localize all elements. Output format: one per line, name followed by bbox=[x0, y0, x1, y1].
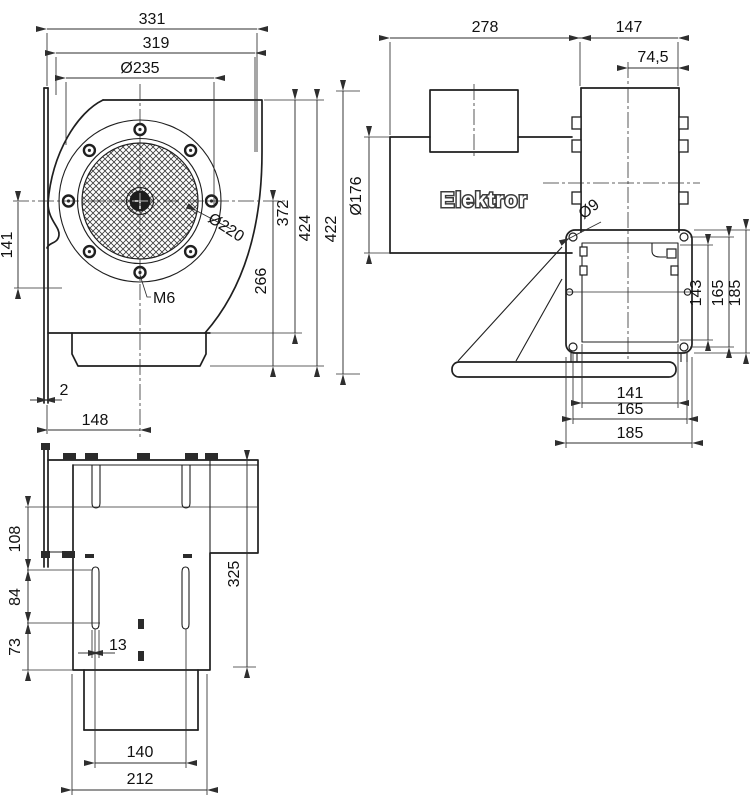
dim-label-185-bottom: 185 bbox=[617, 425, 644, 442]
panel-bolts bbox=[571, 116, 689, 205]
dim-label-176: Ø176 bbox=[348, 176, 365, 215]
dim-label-73: 73 bbox=[7, 638, 24, 656]
dia220-leader bbox=[185, 203, 232, 230]
side-view: Elektror 278 147 74,5 Ø176 422 Ø9 143 16… bbox=[323, 19, 750, 448]
dim-label-235: Ø235 bbox=[120, 60, 159, 77]
lower-slot bbox=[181, 566, 190, 630]
dim-label-141: 141 bbox=[0, 232, 16, 259]
outlet-corner-notch bbox=[651, 243, 666, 258]
dim-label-372: 372 bbox=[275, 200, 292, 227]
support-strut-edge1 bbox=[457, 246, 563, 362]
dim-label-141-bottom: 141 bbox=[617, 385, 644, 402]
dim-label-266: 266 bbox=[253, 268, 270, 295]
upper-slot bbox=[181, 465, 191, 509]
dim-label-84: 84 bbox=[7, 588, 24, 606]
dim-label-165-right: 165 bbox=[710, 280, 727, 307]
dim-label-185-right: 185 bbox=[727, 280, 744, 307]
dim-label-108: 108 bbox=[7, 526, 24, 553]
dia9-leader bbox=[558, 221, 602, 246]
front-view: 331 319 Ø235 141 266 372 424 Ø220 M6 2 1… bbox=[0, 11, 324, 437]
outlet-opening bbox=[581, 242, 679, 343]
dim-label-278: 278 bbox=[472, 19, 499, 36]
dim-label-74-5: 74,5 bbox=[637, 49, 668, 66]
dim-label-319: 319 bbox=[143, 35, 170, 52]
lower-slot bbox=[91, 566, 100, 630]
foot-channel bbox=[71, 332, 207, 367]
bolt-icon bbox=[183, 244, 198, 259]
scroll-outline-left-arc bbox=[47, 99, 104, 204]
bottom-view: 108 84 73 13 325 140 212 bbox=[7, 443, 259, 795]
bolt-icon bbox=[82, 244, 97, 259]
dim-label-2: 2 bbox=[60, 382, 69, 399]
dim-label-147: 147 bbox=[616, 19, 643, 36]
outlet-inner-bolts bbox=[579, 246, 679, 276]
dim-label-212: 212 bbox=[127, 771, 154, 788]
flange-tab bbox=[41, 443, 50, 450]
scroll-tongue-curve bbox=[46, 202, 60, 249]
bolt-icon bbox=[183, 143, 198, 158]
dim-label-422: 422 bbox=[323, 216, 340, 243]
dim-label-13: 13 bbox=[109, 637, 127, 654]
dim-label-165-bottom: 165 bbox=[617, 401, 644, 418]
m6-leader bbox=[139, 274, 151, 298]
base-plate-side bbox=[451, 361, 677, 378]
thread-label-m6: M6 bbox=[153, 290, 175, 307]
upper-slot bbox=[91, 465, 101, 509]
support-strut-edge2 bbox=[515, 278, 563, 362]
bolt-icon bbox=[82, 143, 97, 158]
dim-label-424: 424 bbox=[297, 215, 314, 242]
flange-tab bbox=[41, 551, 50, 558]
mounting-tabs bbox=[62, 453, 218, 661]
dim-label-148: 148 bbox=[82, 412, 109, 429]
brand-logo: Elektror bbox=[440, 189, 527, 212]
dim-label-331: 331 bbox=[139, 11, 166, 28]
dim-label-325: 325 bbox=[226, 561, 243, 588]
scroll-outline-right bbox=[102, 99, 263, 334]
dim-label-143: 143 bbox=[688, 280, 705, 307]
dim-label-140: 140 bbox=[127, 744, 154, 761]
